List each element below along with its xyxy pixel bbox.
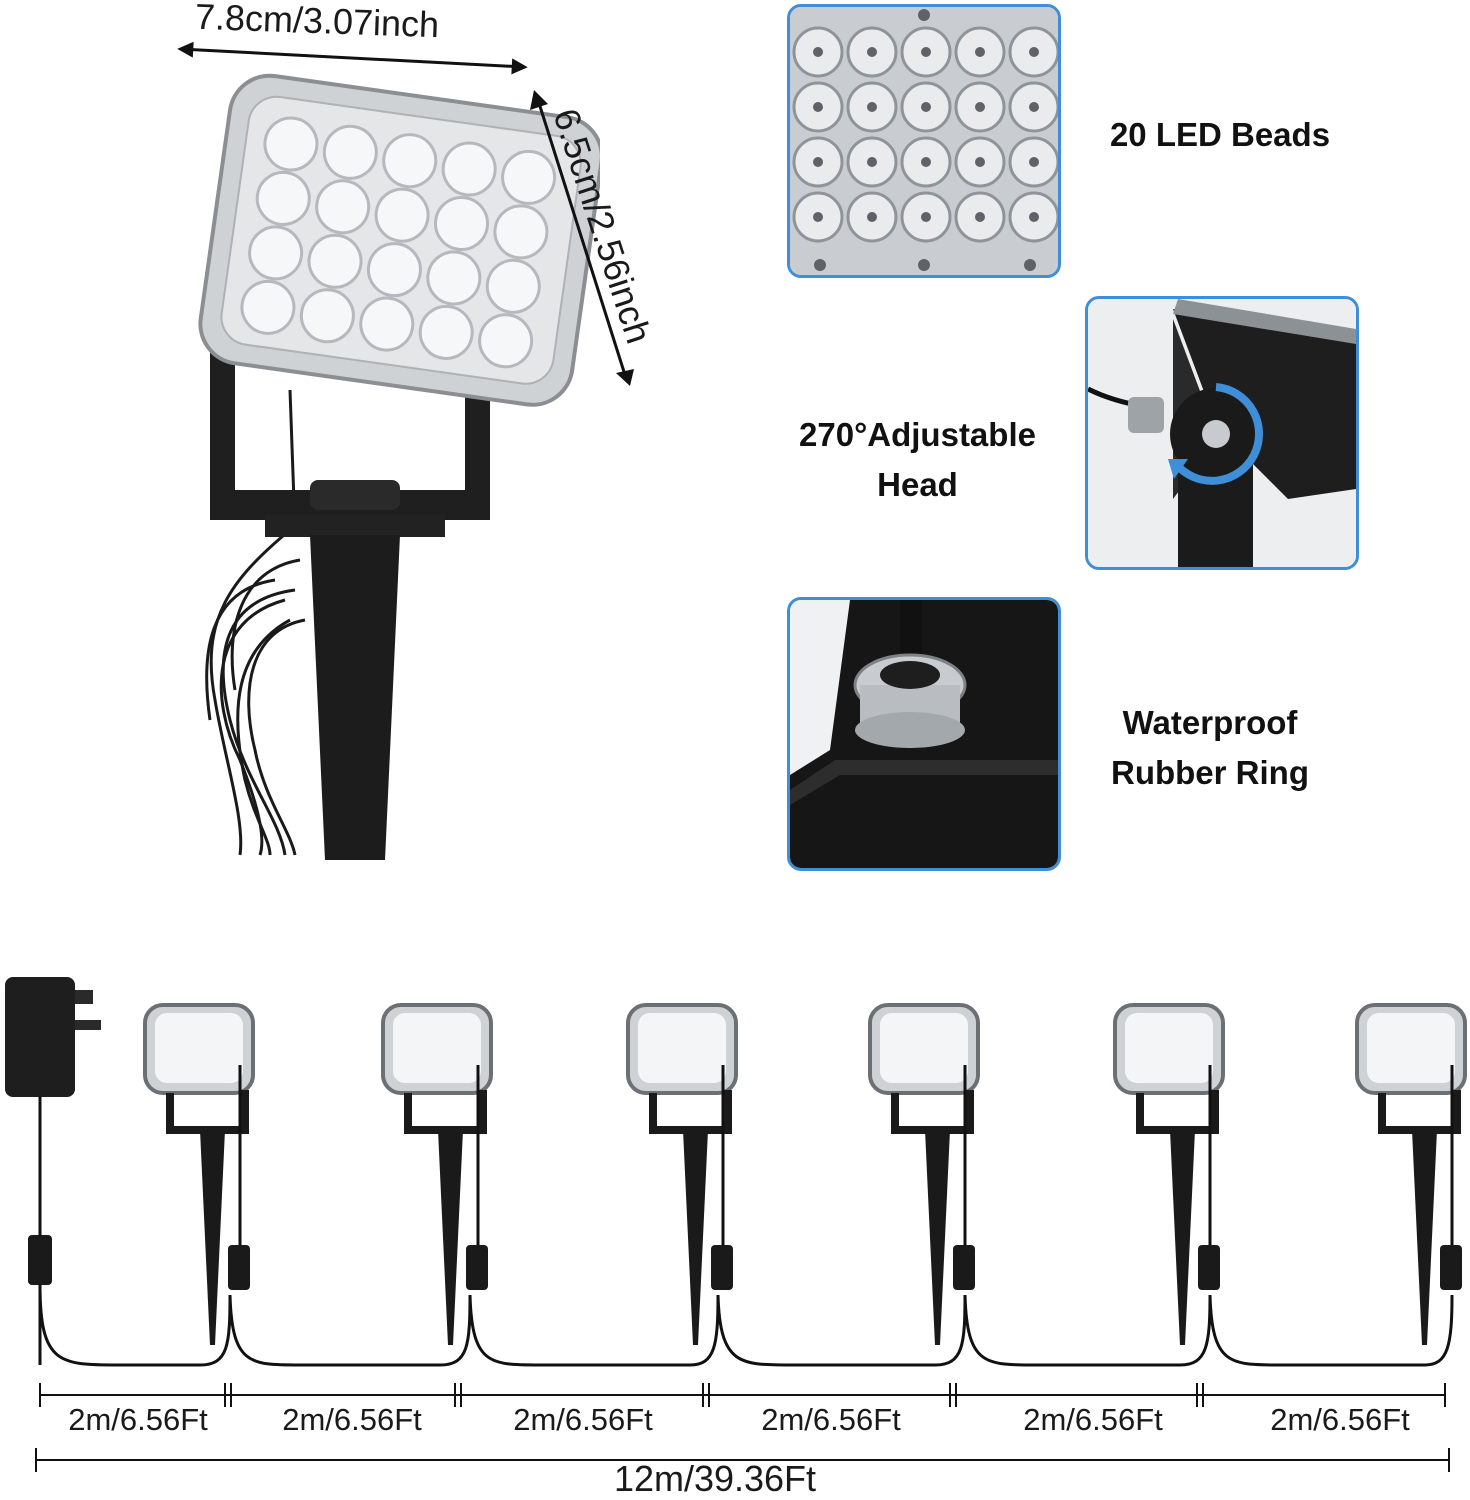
feature-label-adjustable-line2: Head <box>877 466 958 503</box>
segment-length-2: 2m/6.56Ft <box>282 1402 422 1437</box>
power-adapter-icon <box>5 977 101 1365</box>
total-length-label: 12m/39.36Ft <box>613 1458 817 1499</box>
feature-label-adjustable-line1: 270°Adjustable <box>799 416 1036 453</box>
spotlight-icon <box>381 1003 493 1345</box>
feature-label-led-beads: 20 LED Beads <box>1109 116 1331 153</box>
feature-label-waterproof: Waterproof Rubber Ring <box>1075 698 1345 798</box>
height-dimension-arrow <box>520 90 640 390</box>
segment-length-5: 2m/6.56Ft <box>1023 1402 1163 1437</box>
spotlight-icon <box>1113 1003 1225 1345</box>
spotlight-icon <box>626 1003 738 1345</box>
segment-length-3: 2m/6.56Ft <box>513 1402 653 1437</box>
total-measure-line <box>33 1445 1453 1475</box>
led-beads-icon <box>790 7 1058 275</box>
feature-label-waterproof-line2: Rubber Ring <box>1111 754 1309 791</box>
segment-length-1: 2m/6.56Ft <box>68 1402 208 1437</box>
waterproof-ring-closeup <box>787 597 1061 871</box>
spotlight-icon <box>143 1003 255 1345</box>
segment-measure-line <box>35 1380 1450 1410</box>
led-beads-closeup <box>787 4 1061 278</box>
segment-length-4: 2m/6.56Ft <box>761 1402 901 1437</box>
rotation-arrow-icon <box>1088 299 1356 567</box>
light-chain-diagram <box>0 965 1470 1375</box>
spotlight-icon <box>868 1003 980 1345</box>
segment-length-6: 2m/6.56Ft <box>1270 1402 1410 1437</box>
spotlight-icon <box>1355 1003 1467 1345</box>
main-product <box>170 60 600 860</box>
feature-label-waterproof-line1: Waterproof <box>1122 704 1298 741</box>
adjustable-head-closeup <box>1085 296 1359 570</box>
cable-gland-icon <box>790 600 1058 868</box>
spotlight-product-icon <box>198 73 600 860</box>
feature-label-adjustable-head: 270°Adjustable Head <box>770 410 1065 510</box>
width-dimension-arrow <box>175 40 530 76</box>
